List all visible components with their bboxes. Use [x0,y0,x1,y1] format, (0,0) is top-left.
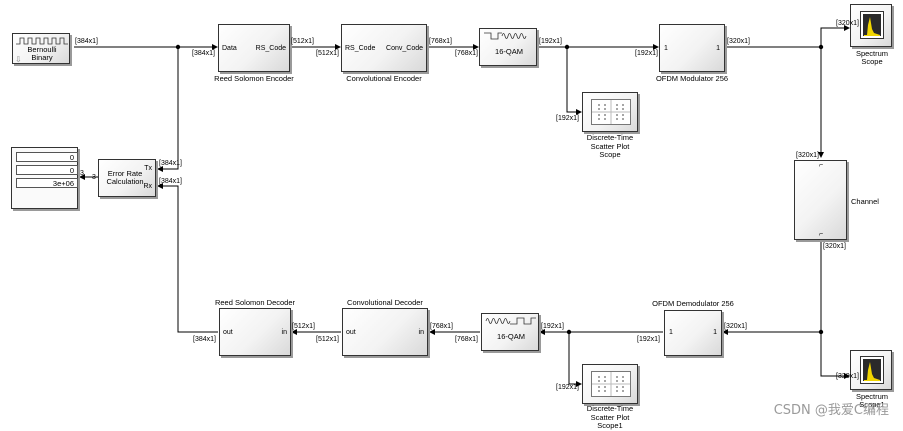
qam-mod-label: 16-QAM [495,47,523,56]
ofdm-demod-in-dim: [320x1] [724,323,747,330]
bernoulli-out-dim: [384x1] [75,38,98,45]
scatter-scope1-label: Discrete-Time Scatter Plot Scope1 [586,404,634,430]
reed-solomon-decoder-block[interactable]: out in [219,308,291,356]
spectrum-scope1-label: Spectrum Scope1 [855,392,889,409]
ofdm-mod-label: OFDM Modulator 256 [655,74,729,83]
line-ofdm-spectrum[interactable] [725,25,850,48]
channel-out-arrow-icon: ⌐ [819,231,824,238]
rsdec-out-dim: [384x1] [193,336,216,343]
ofdm-demodulator-block[interactable]: 1 1 [664,310,722,356]
qam-waveform-icon [484,32,527,40]
channel-block[interactable]: ⌐ ⌐ [794,160,847,240]
channel-out-dim: [320x1] [823,243,846,250]
rsdec-in-dim: [512x1] [292,323,315,330]
rsenc-label: Reed Solomon Encoder [214,74,294,83]
convenc-in-port: RS_Code [345,45,376,52]
convdec-out-port: out [346,329,356,336]
rsenc-in-dim: [384x1] [192,50,215,57]
scatter-plot-scope-block[interactable] [582,92,638,132]
rsenc-in-port: Data [222,45,237,52]
qam-waveform-icon [485,317,536,325]
rsenc-out-dim: [512x1] [291,38,314,45]
display-value-2: 0 [16,165,78,175]
pulse-waveform-icon [16,37,68,45]
line-branch-scatter[interactable] [566,47,582,115]
qam16-modulator-block[interactable]: 16-QAM [479,28,537,66]
error-rate-rx-dim: [384x1] [159,178,182,185]
spectrum-screen-icon [860,11,884,39]
line-branch-tx[interactable] [157,47,179,172]
qam16-demodulator-block[interactable]: 16-QAM [481,313,539,351]
ofdm-demod-in-port: 1 [669,329,673,336]
scatter-plot-scope1-block[interactable] [582,364,638,404]
reed-solomon-encoder-block[interactable]: Data RS_Code [218,24,290,72]
convdec-label: Convolutional Decoder [347,298,423,307]
ofdm-mod-in-dim: [192x1] [635,50,658,57]
convenc-label: Convolutional Encoder [346,74,422,83]
ofdm-demod-label: OFDM Demodulator 256 [652,299,734,308]
rsdec-label: Reed Solomon Decoder [214,298,296,307]
spectrum-scope-in-dim: [320x1] [836,20,859,27]
convdec-out-dim: [512x1] [316,336,339,343]
qam-mod-in-dim: [768x1] [455,50,478,57]
scatter-plot-icon [591,371,631,397]
spectrum-scope-label: Spectrum Scope [855,49,889,66]
rsenc-out-port: RS_Code [255,45,286,52]
ofdm-mod-out-dim: [320x1] [727,38,750,45]
rsdec-in-port: in [281,329,287,336]
bernoulli-binary-block[interactable]: Bernoulli Binary ⇩ [12,33,70,64]
display-block[interactable]: 0 0 3e+06 [11,147,78,209]
convenc-in-dim: [512x1] [316,50,339,57]
error-rate-rx-port: Rx [143,183,152,190]
spectrum-scope1-in-dim: [320x1] [836,373,859,380]
spectrum-screen-icon [860,356,884,384]
convenc-out-port: Conv_Code [386,45,423,52]
scatter-scope-in-dim: [192x1] [556,115,579,122]
rsdec-out-port: out [223,329,233,336]
line-branch-scatter1[interactable] [568,332,582,387]
spectrum-scope-block[interactable] [850,4,892,47]
display-value-3: 3e+06 [16,178,78,188]
error-rate-out-dim: 3 [92,174,96,181]
convolutional-encoder-block[interactable]: RS_Code Conv_Code [341,24,427,72]
error-rate-tx-dim: [384x1] [159,160,182,167]
download-arrow-icon: ⇩ [15,55,22,64]
convdec-in-dim: [768x1] [430,323,453,330]
spectrum-scope1-block[interactable] [850,350,892,390]
error-rate-label: Error Rate Calculation [106,169,144,186]
line-rsdec-rx[interactable] [157,183,218,333]
convenc-out-dim: [768x1] [429,38,452,45]
ofdm-mod-out-port: 1 [716,45,720,52]
qam-demod-in-dim: [192x1] [541,323,564,330]
ofdm-demod-out-port: 1 [713,329,717,336]
channel-label: Channel [851,197,879,206]
display-value-1: 0 [16,152,78,162]
bernoulli-label: Bernoulli Binary [27,45,57,62]
channel-in-arrow-icon: ⌐ [819,162,824,169]
ofdm-mod-in-port: 1 [664,45,668,52]
convolutional-decoder-block[interactable]: out in [342,308,428,356]
ofdm-modulator-block[interactable]: 1 1 [659,24,725,72]
ofdm-demod-out-dim: [192x1] [637,336,660,343]
line-branch-spectrum1[interactable] [820,332,850,379]
display-in-dim: 3 [80,170,84,177]
line-channel-ofdmdemod[interactable] [722,241,822,335]
scatter-plot-icon [591,99,631,125]
error-rate-calculation-block[interactable]: Error Rate Calculation Tx Rx 3 [92,159,156,197]
qam-demod-label: 16-QAM [497,332,525,341]
qam-mod-out-dim: [192x1] [539,38,562,45]
watermark-text: CSDN @我爱C编程 [773,403,889,418]
qam-demod-out-dim: [768x1] [455,336,478,343]
convdec-in-port: in [418,329,424,336]
scatter-scope1-in-dim: [192x1] [556,384,579,391]
scatter-scope-label: Discrete-Time Scatter Plot Scope [586,133,634,159]
error-rate-tx-port: Tx [144,165,152,172]
channel-in-dim: [320x1] [796,152,819,159]
